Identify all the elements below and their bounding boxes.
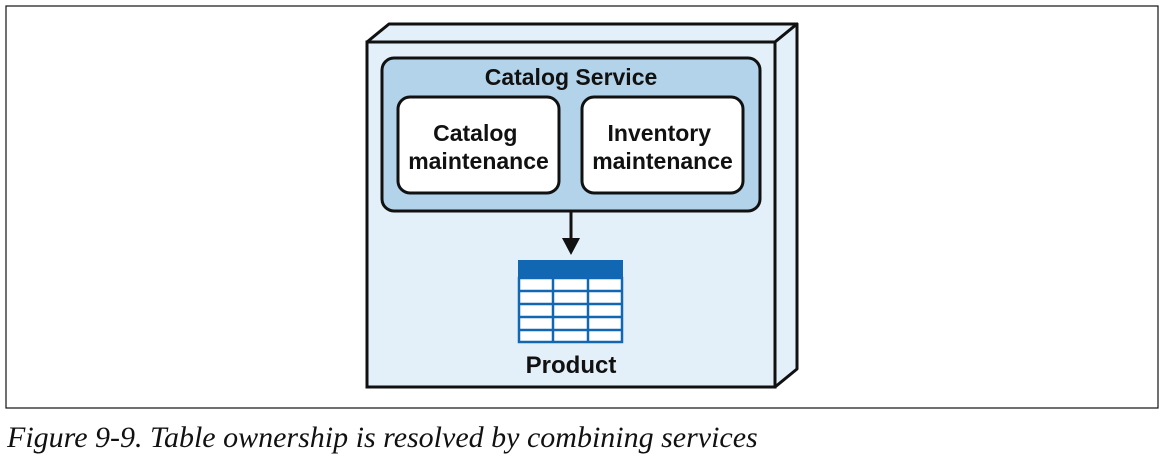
product-table-label: Product <box>526 352 617 379</box>
figure-caption: Figure 9-9. Table ownership is resolved … <box>6 421 758 454</box>
deployment-box-side <box>773 22 799 389</box>
table-header <box>518 260 623 278</box>
deployment-box-top <box>365 22 799 44</box>
product-table-icon <box>517 260 624 344</box>
ownership-arrow-head <box>562 238 580 255</box>
inventory-maintenance-line-2: maintenance <box>592 148 733 174</box>
catalog-service-title: Catalog Service <box>485 64 658 90</box>
table-body <box>517 276 624 344</box>
catalog-maintenance-label: Catalog maintenance <box>408 120 549 174</box>
inventory-maintenance-label: Inventory maintenance <box>592 120 733 174</box>
catalog-maintenance-box <box>396 95 561 195</box>
catalog-maintenance-line-2: maintenance <box>408 148 549 174</box>
catalog-maintenance-line-1: Catalog <box>433 120 517 146</box>
inventory-maintenance-box <box>580 95 745 195</box>
inventory-maintenance-line-1: Inventory <box>608 120 712 146</box>
